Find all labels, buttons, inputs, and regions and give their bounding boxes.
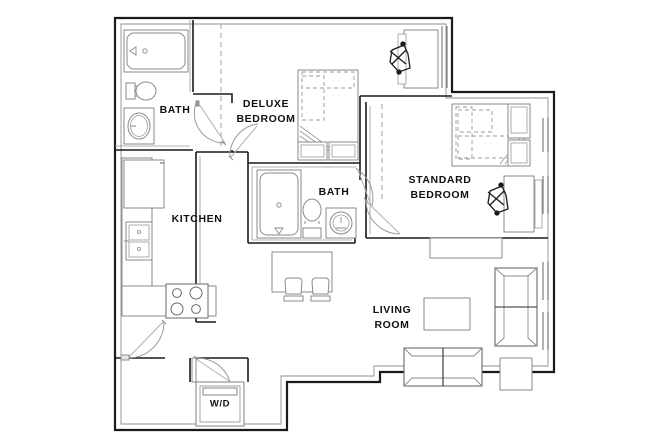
living-console-table	[429, 237, 503, 259]
deluxe-desk	[397, 29, 439, 89]
room-label-bath-master: BATH	[160, 104, 191, 116]
deluxe-desk-chair	[389, 41, 411, 75]
dining-stool-left	[283, 277, 304, 302]
room-label-deluxe-bedroom-line2: BEDROOM	[236, 113, 295, 125]
windows	[441, 26, 549, 350]
deluxe-bed	[297, 69, 359, 151]
room-label-bath-second: BATH	[319, 186, 350, 198]
room-label-standard-bedroom-line2: BEDROOM	[410, 189, 469, 201]
standard-desk	[503, 175, 543, 233]
four-burner-range	[165, 283, 209, 319]
kitchen-sink	[124, 221, 153, 261]
room-label-standard-bedroom-line1: STANDARD	[409, 174, 472, 186]
toilet-master	[125, 81, 157, 101]
standard-nightstand	[507, 103, 531, 167]
door-swings	[120, 100, 401, 383]
refrigerator	[123, 159, 165, 209]
living-sofa-vertical	[494, 267, 538, 347]
room-label-living-room-line1: LIVING	[373, 304, 412, 316]
exterior-walls	[113, 16, 556, 432]
room-label-kitchen: KITCHEN	[172, 213, 223, 225]
bathtub-master	[123, 29, 189, 73]
toilet-second	[302, 198, 322, 239]
room-label-deluxe-bedroom-line1: DELUXE	[243, 98, 289, 110]
closet-dashed-lines	[220, 24, 383, 200]
standard-desk-chair	[487, 182, 509, 216]
bathtub-second	[256, 169, 302, 239]
living-sofa-horizontal	[403, 347, 483, 387]
dining-stool-right	[310, 277, 331, 302]
interior-wall-thin-lines	[115, 20, 371, 318]
room-label-living-room-line2: ROOM	[374, 319, 409, 331]
living-coffee-table	[423, 297, 471, 331]
vanity-master	[123, 107, 155, 145]
living-side-table	[499, 357, 533, 391]
room-label-laundry: W/D	[210, 399, 230, 410]
vanity-second	[325, 207, 357, 239]
deluxe-nightstands	[297, 141, 359, 161]
washer-dryer-unit	[195, 381, 245, 427]
